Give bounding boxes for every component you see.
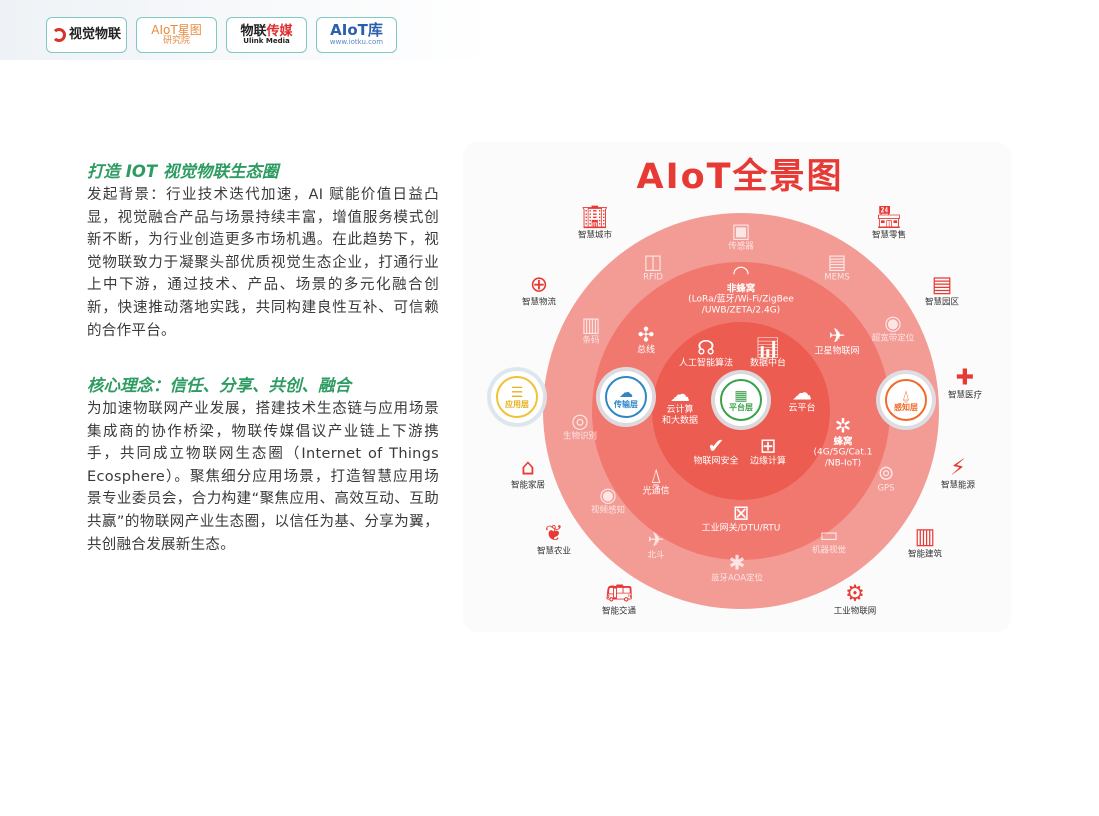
item-iot-security: ✔︎物联网安全 [693, 433, 739, 467]
section-body: 发起背景：行业技术迭代加速，AI 赋能价值日益凸显，视觉融合产品与场景持续丰富，… [87, 187, 439, 339]
diagram-title: AIoT全景图 [636, 157, 844, 197]
item-cloud-platform: ☁︎云平台 [788, 380, 816, 414]
item-biometrics: ◎生物识别 [562, 408, 598, 442]
item-edge-computing: ⊞边缘计算 [749, 433, 787, 467]
item-non-cellular: ◠ 非蜂窝 (LoRa/蓝牙/Wi-Fi/ZigBee /UWB/ZETA/2.… [688, 260, 794, 316]
item-cellular: ✲ 蜂窝 (4G/5G/Cat.1 /NB-IoT) [813, 413, 873, 469]
wifi-icon: ◠ [732, 260, 750, 285]
section-title: 核心理念：信任、分享、共创、融合 [87, 376, 351, 395]
rfid-icon: ◫ [643, 249, 663, 274]
barcode-icon: ▥ [581, 312, 601, 337]
section-core-concept: 核心理念：信任、分享、共创、融合 为加速物联网产业发展，搭建技术生态链与应用场景… [87, 374, 439, 556]
layer-badge-application: ☰应用层 [491, 371, 543, 423]
app-smart-park: ▤智慧园区 [924, 272, 960, 308]
app-smart-medical: ✚智慧医疗 [947, 365, 983, 401]
item-gps: ⊚GPS [877, 460, 895, 494]
item-beidou: ✈︎北斗 [647, 527, 665, 561]
sliders-icon: ☰ [510, 384, 524, 401]
item-ai-algorithm: ☊人工智能算法 [678, 335, 734, 369]
antenna-icon: ⍙ [649, 463, 662, 488]
park-icon: ▤ [931, 272, 953, 298]
monitor-icon: ▦ [734, 387, 748, 404]
globe-icon: ⊕ [529, 272, 549, 298]
store-icon: 🏪︎ [875, 205, 903, 231]
app-industrial-iot: ⚙︎工业物联网 [833, 581, 877, 617]
item-video-perception: ◉视频感知 [590, 482, 626, 516]
building-icon: 🏢︎ [581, 205, 609, 231]
bluetooth-icon: ✱ [728, 550, 746, 575]
lamp-icon: ⌂ [521, 455, 535, 481]
location-pin-icon: ◉ [884, 310, 902, 335]
signal-icon [51, 28, 66, 42]
app-smart-transport: 🚌︎智能交通 [601, 581, 637, 617]
section-ecosystem: 打造 IOT 视觉物联生态圈 发起背景：行业技术迭代加速，AI 赋能价值日益凸显… [87, 160, 439, 342]
medical-cross-icon: ✚ [955, 365, 975, 391]
energy-icon: ⚡︎ [950, 455, 966, 481]
app-smart-building: ▥智能建筑 [907, 524, 943, 560]
bar-chart-icon: 📊︎ [755, 335, 781, 360]
section-title: 打造 IOT 视觉物联生态圈 [87, 162, 279, 181]
cloud-platform-icon: ☁︎ [791, 380, 812, 405]
item-bluetooth-aoa: ✱蓝牙AOA定位 [710, 550, 764, 584]
item-rfid: ◫RFID [643, 249, 663, 283]
satellite-icon: ✈︎ [647, 527, 665, 552]
leaf-icon: ❦ [544, 521, 564, 547]
app-smart-retail: 🏪︎智慧零售 [871, 205, 907, 241]
gateway-icon: ⊠ [732, 500, 750, 525]
edge-compute-icon: ⊞ [759, 433, 777, 458]
item-mems: ▤MEMS [824, 249, 850, 283]
ai-head-icon: ☊ [697, 335, 715, 360]
chip-icon: ▤ [827, 249, 847, 274]
eye-icon: ◉ [599, 482, 617, 507]
logo-shijue-wulian: 视觉物联 [46, 17, 127, 53]
logo-aiot-ku: AIoT库 www.iotku.com [316, 17, 397, 53]
antenna-icon: ⍙ [901, 387, 911, 404]
logo-ulink-media: 物联传媒 Ulink Media [226, 17, 307, 53]
shield-check-icon: ✔︎ [707, 433, 725, 458]
bus-network-icon: ✣ [637, 322, 655, 347]
hexagon-network-icon: ✲ [834, 413, 852, 438]
item-data-middle-platform: 📊︎数据中台 [749, 335, 787, 369]
monitor-chart-icon: ▭ [819, 522, 839, 547]
bus-icon: 🚌︎ [605, 581, 633, 607]
item-sensor: ▣传感器 [728, 218, 754, 252]
sensor-icon: ▣ [731, 218, 751, 243]
app-smart-agriculture: ❦智慧农业 [536, 521, 572, 557]
item-optical-comm: ⍙光通信 [642, 463, 670, 497]
logo-bar: 视觉物联 AIoT星图 研究院 物联传媒 Ulink Media AIoT库 w… [46, 17, 397, 53]
item-cloud-bigdata: ☁︎云计算和大数据 [661, 382, 699, 426]
cloud-data-icon: ☁︎ [669, 382, 690, 406]
app-smart-city: 🏢︎智慧城市 [577, 205, 613, 241]
cloud-icon: ☁︎ [619, 384, 633, 401]
logo-aiot-xingtu: AIoT星图 研究院 [136, 17, 217, 53]
app-smart-logistics: ⊕智慧物流 [521, 272, 557, 308]
layer-badge-perception: ⍙感知层 [880, 374, 932, 426]
item-satellite-iot: ✈︎卫星物联网 [814, 323, 860, 357]
layer-badge-transport: ☁︎传输层 [600, 371, 652, 423]
gps-icon: ⊚ [877, 460, 895, 485]
gears-icon: ⚙︎ [845, 581, 865, 607]
section-body: 为加速物联网产业发展，搭建技术生态链与应用场景集成商的协作桥梁，物联传媒倡议产业… [87, 401, 439, 553]
app-smart-energy: ⚡︎智慧能源 [940, 455, 976, 491]
item-bus: ✣总线 [636, 322, 656, 356]
item-machine-vision: ▭机器视觉 [811, 522, 847, 556]
item-uwb-positioning: ◉超宽带定位 [871, 310, 915, 344]
item-barcode: ▥条码 [581, 312, 601, 346]
satellite-icon: ✈︎ [828, 323, 846, 348]
layer-badge-platform: ▦平台层 [715, 374, 767, 426]
app-smart-home: ⌂智能家居 [510, 455, 546, 491]
construction-icon: ▥ [914, 524, 936, 550]
fingerprint-icon: ◎ [571, 408, 589, 433]
item-industrial-gateway: ⊠工业网关/DTU/RTU [701, 500, 781, 534]
